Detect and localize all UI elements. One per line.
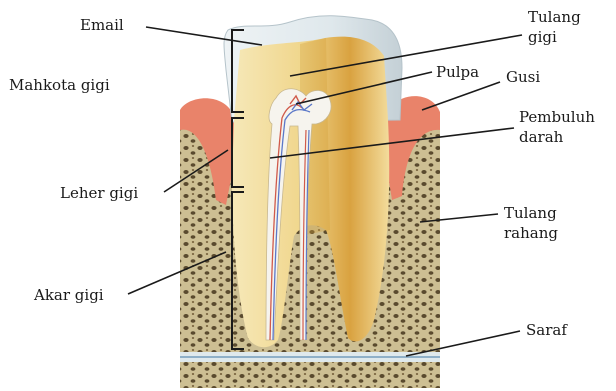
label-tulang-rahang-1: Tulang [504, 204, 557, 222]
label-pulpa: Pulpa [436, 63, 479, 81]
label-pembuluh-darah-2: darah [519, 128, 564, 146]
label-saraf: Saraf [526, 321, 568, 339]
label-leher-gigi: Leher gigi [60, 184, 138, 202]
label-tulang-gigi-2: gigi [528, 28, 557, 46]
label-tulang-rahang-2: rahang [504, 224, 558, 242]
label-mahkota-gigi: Mahkota gigi [9, 76, 110, 94]
label-tulang-gigi-1: Tulang [528, 8, 581, 26]
label-email: Email [80, 16, 124, 34]
leader-gusi [422, 82, 500, 110]
label-gusi: Gusi [506, 68, 540, 86]
label-akar-gigi: Akar gigi [33, 286, 104, 304]
label-pembuluh-darah-1: Pembuluh [519, 108, 595, 126]
